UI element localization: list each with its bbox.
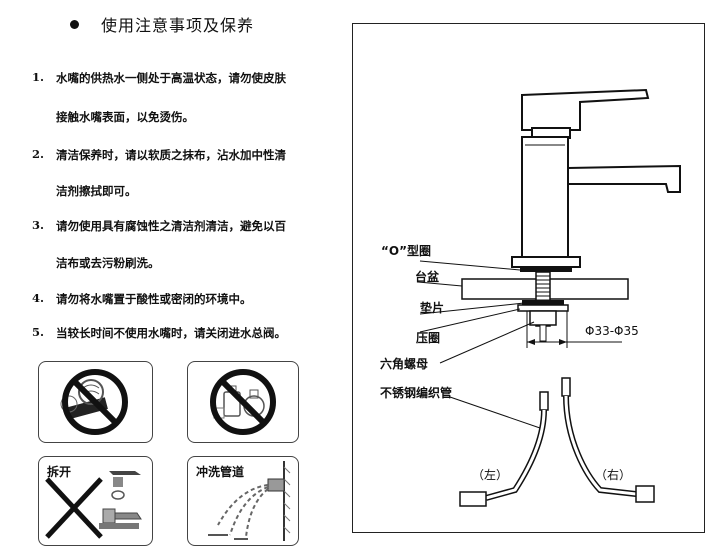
flush-pipes-label: 冲洗管道	[196, 465, 245, 479]
basin-label: 台盆	[415, 270, 440, 284]
no-chemicals-panel	[187, 361, 299, 443]
leader-o-ring	[419, 260, 521, 271]
bullet-icon	[70, 19, 79, 29]
note-number: 3.	[32, 218, 45, 232]
note-text: 洁布或去污粉刷洗。	[56, 256, 160, 270]
leader-gasket	[419, 302, 525, 315]
faucet-base	[511, 256, 581, 268]
faucet-body	[521, 136, 569, 258]
disassemble-label: 拆开	[47, 465, 72, 479]
note-number: 1.	[32, 70, 45, 84]
no-scouring-pad-icon	[60, 369, 128, 435]
hose-label: 不锈钢编织管	[380, 386, 453, 400]
leader-pressure-ring	[419, 308, 521, 333]
no-chemicals-icon	[210, 369, 276, 435]
note-text: 清洁保养时，请以软质之抹布，沾水加中性清	[56, 148, 286, 162]
hose-stub	[539, 324, 547, 342]
note-text: 接触水嘴表面，以免烫伤。	[56, 110, 194, 124]
heading-text: 使用注意事项及保养	[101, 16, 255, 35]
note-text: 当较长时间不使用水嘴时，请关闭进水总阀。	[56, 326, 286, 340]
gasket	[522, 300, 564, 305]
note-text: 请勿使用具有腐蚀性之清洁剂清洁，避免以百	[56, 219, 286, 233]
gasket-label: 垫片	[420, 301, 445, 315]
installation-diagram-frame	[352, 23, 705, 533]
hose-end-nut-right	[635, 485, 655, 503]
note-text: 请勿将水嘴置于酸性或密闭的环境中。	[56, 292, 252, 306]
note-text: 洁剂擦拭即可。	[56, 184, 137, 198]
note-text: 水嘴的供热水一侧处于高温状态，请勿使皮肤	[56, 71, 286, 85]
flush-pipe-icon	[208, 461, 291, 541]
hex-nut-label: 六角螺母	[380, 357, 429, 371]
o-ring	[520, 267, 572, 272]
hex-nut	[529, 310, 557, 326]
leader-hex-nut	[439, 321, 535, 364]
hose-end-nut-left	[459, 491, 487, 507]
hose-fitting-left	[539, 391, 549, 411]
flush-pipes-panel: 冲洗管道	[187, 456, 299, 546]
pressure-ring	[517, 304, 569, 312]
leader-hose	[449, 396, 541, 429]
disassemble-panel: 拆开	[38, 456, 153, 546]
pressure-ring-label: 压圈	[416, 331, 441, 345]
do-not-disassemble-icon	[45, 471, 142, 539]
no-abrasive-panel	[38, 361, 153, 443]
faucet-spout	[567, 164, 681, 193]
leader-basin	[417, 281, 463, 287]
section-heading: 使用注意事项及保养	[70, 12, 254, 36]
left-side-label: （左）	[472, 468, 509, 482]
note-number: 4.	[32, 291, 45, 305]
o-ring-label: “O”型圈	[381, 244, 431, 258]
note-number: 5.	[32, 325, 45, 339]
hose-fitting-right	[561, 377, 571, 397]
note-number: 2.	[32, 147, 45, 161]
hole-size-label: Φ33-Φ35	[585, 324, 639, 338]
right-side-label: （右）	[595, 468, 632, 482]
faucet-handle	[521, 88, 650, 131]
